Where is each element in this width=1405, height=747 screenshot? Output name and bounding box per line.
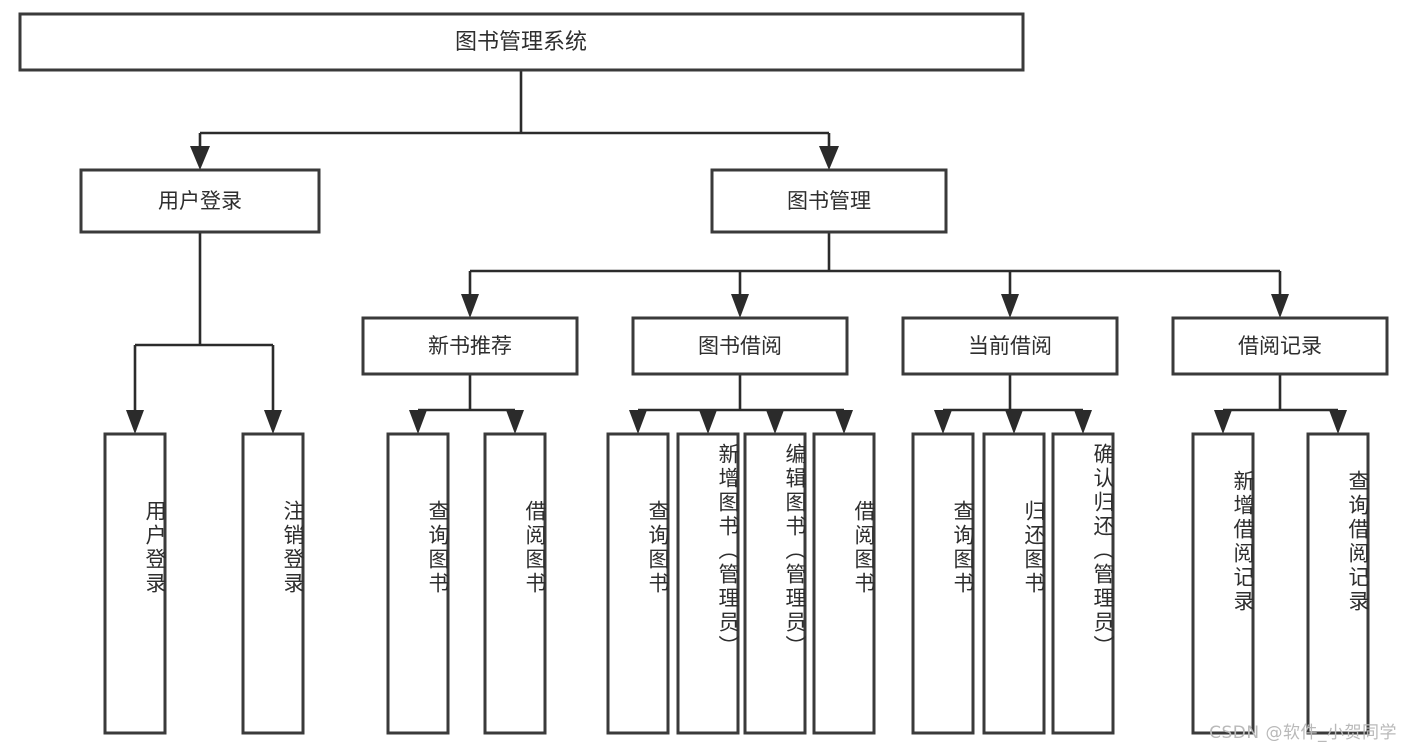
connector-group-root-to-level2 bbox=[190, 70, 839, 170]
node-book-borrow-label: 图书借阅 bbox=[698, 334, 782, 358]
node-borrow-records-label: 借阅记录 bbox=[1238, 334, 1322, 358]
node-leaf-query-book-borrow-box[interactable] bbox=[606, 432, 670, 735]
arrowhead-leaf-borrow-book-recommend bbox=[506, 410, 524, 434]
connector-group-current-to-leaves bbox=[934, 374, 1092, 434]
arrowhead-leaf-logout bbox=[264, 410, 282, 434]
connector-group-user-login-to-leaves bbox=[126, 232, 282, 434]
node-new-book-recommend[interactable]: 新书推荐 bbox=[361, 316, 579, 376]
node-leaf-return-book-box[interactable] bbox=[982, 432, 1046, 735]
csdn-watermark: CSDN @软件_小贺同学 bbox=[1209, 723, 1397, 743]
node-book-borrow-box[interactable] bbox=[631, 316, 849, 376]
node-leaf-add-book-admin-box[interactable] bbox=[676, 432, 740, 735]
arrowhead-new-book-recommend bbox=[461, 294, 479, 318]
node-book-borrow[interactable]: 图书借阅 bbox=[631, 316, 849, 376]
node-borrow-records-box[interactable] bbox=[1171, 316, 1389, 376]
node-leaf-user-login-box[interactable] bbox=[103, 432, 167, 735]
node-leaf-borrow-book-box[interactable] bbox=[812, 432, 876, 735]
arrowhead-book-borrow bbox=[731, 294, 749, 318]
arrowhead-leaf-add-borrow-record bbox=[1214, 410, 1232, 434]
node-root-box[interactable] bbox=[18, 12, 1025, 72]
arrowhead-borrow-records bbox=[1271, 294, 1289, 318]
node-root-label: 图书管理系统 bbox=[455, 30, 587, 55]
node-leaf-edit-book-admin-box[interactable] bbox=[743, 432, 807, 735]
node-leaf-logout-box[interactable] bbox=[241, 432, 305, 735]
connector-group-borrow-to-leaves bbox=[629, 374, 853, 434]
node-book-management-label: 图书管理 bbox=[787, 189, 871, 213]
arrowhead-leaf-query-book-borrow bbox=[629, 410, 647, 434]
arrowhead-leaf-borrow-book bbox=[835, 410, 853, 434]
node-book-management-box[interactable] bbox=[710, 168, 948, 234]
leaf-boxes bbox=[103, 432, 1370, 735]
arrowhead-leaf-query-book-current bbox=[934, 410, 952, 434]
node-book-management[interactable]: 图书管理 bbox=[710, 168, 948, 234]
arrowhead-leaf-add-book-admin bbox=[699, 410, 717, 434]
node-leaf-query-borrow-record-box[interactable] bbox=[1306, 432, 1370, 735]
node-leaf-query-book-current-box[interactable] bbox=[911, 432, 975, 735]
node-root[interactable]: 图书管理系统 bbox=[18, 12, 1025, 72]
node-new-book-recommend-label: 新书推荐 bbox=[428, 334, 512, 358]
node-leaf-borrow-book-recommend-box[interactable] bbox=[483, 432, 547, 735]
connector-group-records-to-leaves bbox=[1214, 374, 1347, 434]
node-leaf-add-borrow-record-box[interactable] bbox=[1191, 432, 1255, 735]
arrowhead-leaf-query-book-recommend bbox=[409, 410, 427, 434]
node-user-login-box[interactable] bbox=[79, 168, 321, 234]
connector-group-book-management-to-level3 bbox=[461, 232, 1289, 318]
node-user-login-label: 用户登录 bbox=[158, 189, 242, 213]
node-leaf-confirm-return-admin-box[interactable] bbox=[1051, 432, 1115, 735]
arrowhead-user-login bbox=[190, 146, 210, 170]
node-current-borrow[interactable]: 当前借阅 bbox=[901, 316, 1119, 376]
node-user-login[interactable]: 用户登录 bbox=[79, 168, 321, 234]
arrowhead-leaf-user-login bbox=[126, 410, 144, 434]
arrowhead-leaf-return-book bbox=[1005, 410, 1023, 434]
arrowhead-leaf-edit-book-admin bbox=[766, 410, 784, 434]
connector-group-recommend-to-leaves bbox=[409, 374, 524, 434]
node-new-book-recommend-box[interactable] bbox=[361, 316, 579, 376]
arrowhead-book-management bbox=[819, 146, 839, 170]
node-leaf-query-book-recommend-box[interactable] bbox=[386, 432, 450, 735]
node-borrow-records[interactable]: 借阅记录 bbox=[1171, 316, 1389, 376]
arrowhead-leaf-query-borrow-record bbox=[1329, 410, 1347, 434]
arrowhead-current-borrow bbox=[1001, 294, 1019, 318]
node-current-borrow-label: 当前借阅 bbox=[968, 334, 1052, 358]
arrowhead-leaf-confirm-return-admin bbox=[1074, 410, 1092, 434]
node-current-borrow-box[interactable] bbox=[901, 316, 1119, 376]
